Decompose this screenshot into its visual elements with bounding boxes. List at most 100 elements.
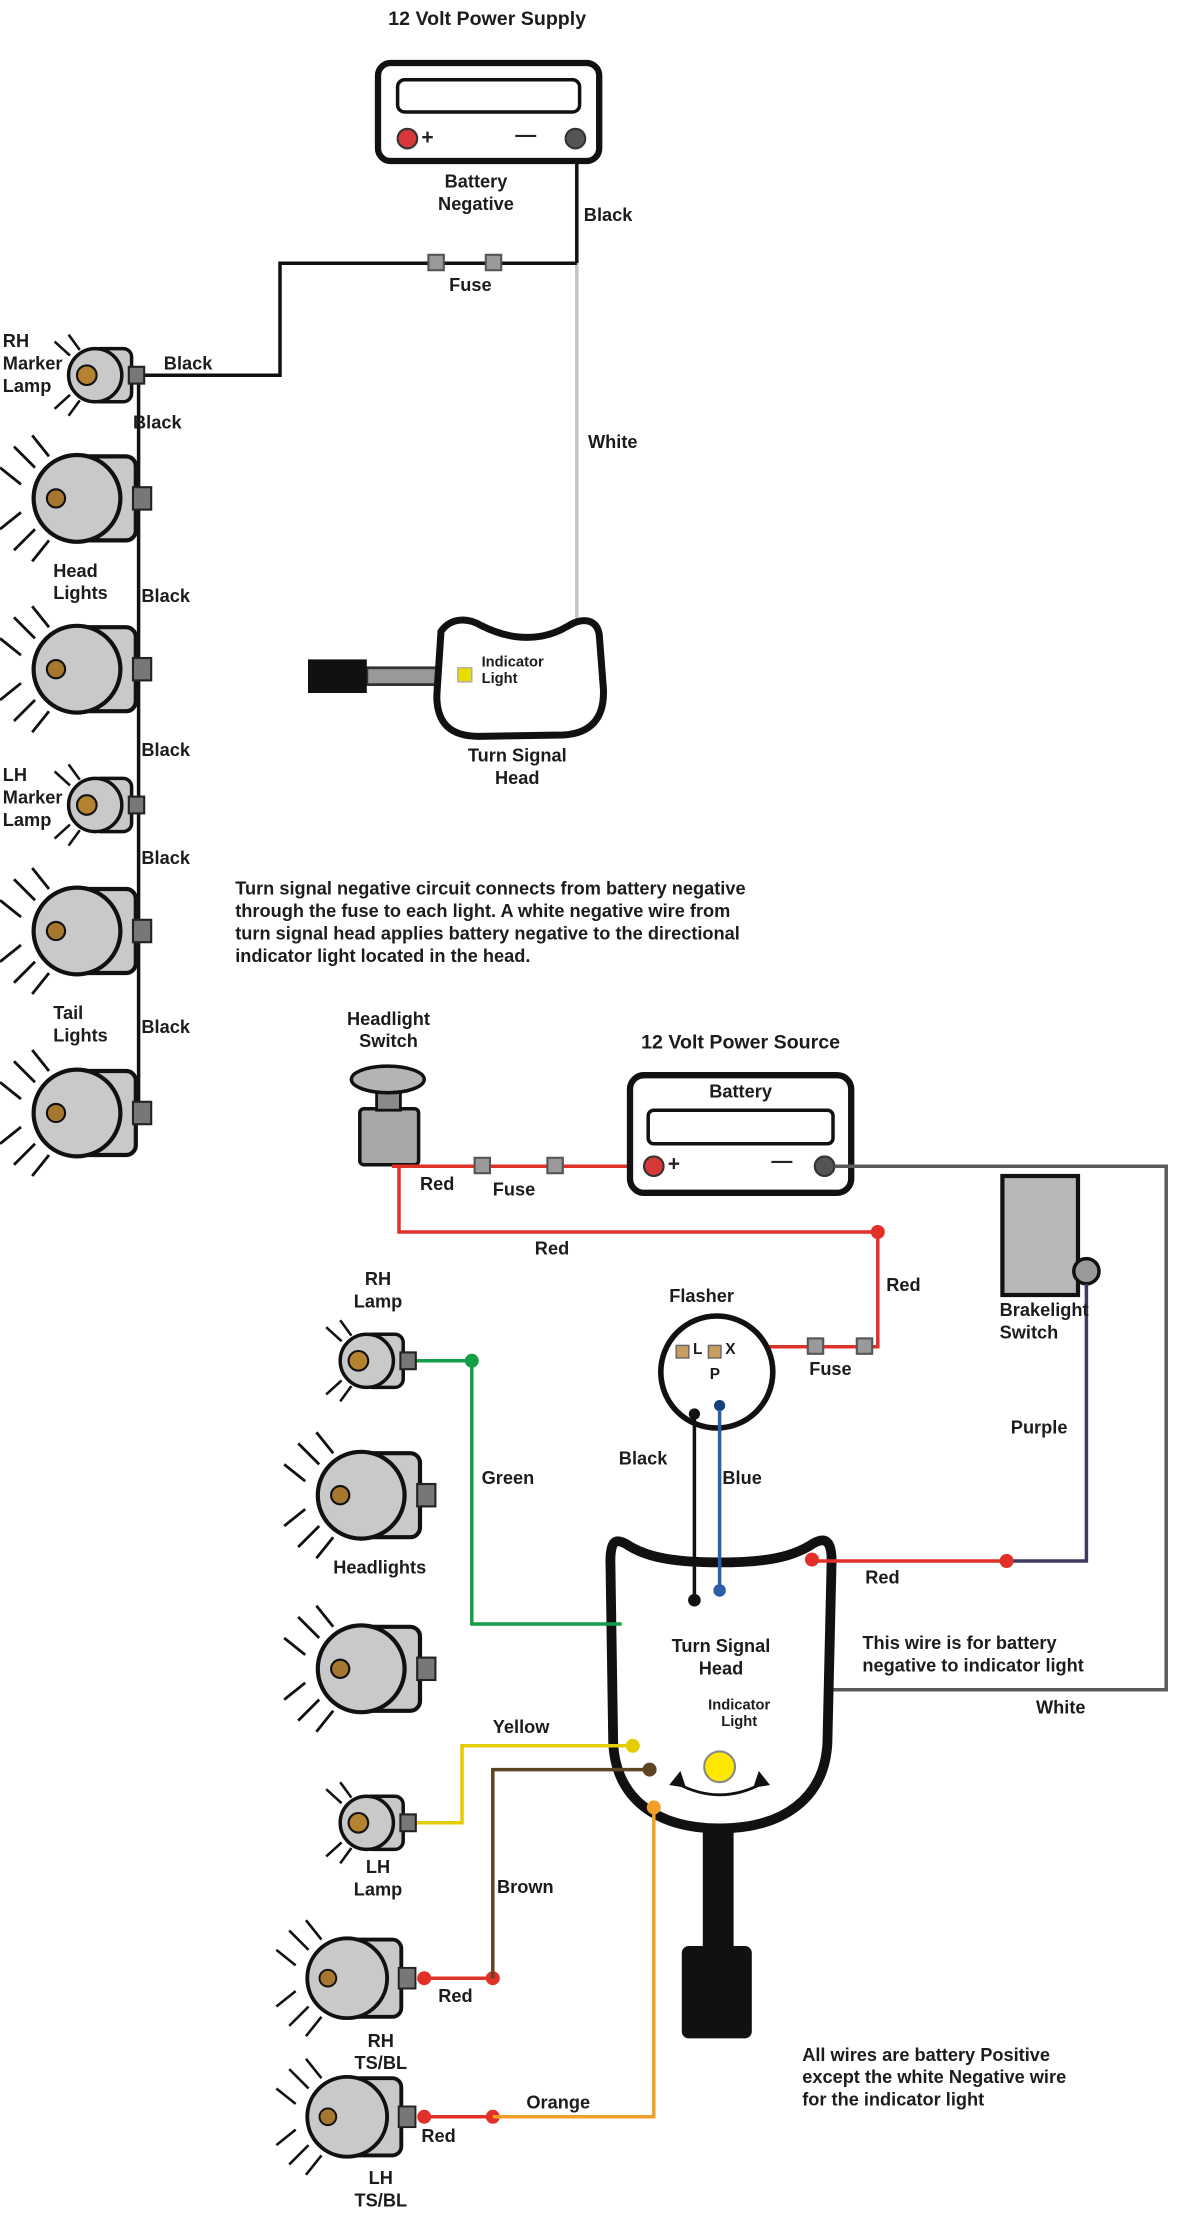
fuse-flasher-icon [806, 1337, 874, 1355]
label-black-headlights: Black [141, 585, 190, 607]
flasher-terminal-l-label: L [693, 1341, 703, 1358]
brown-terminal-dot [642, 1762, 657, 1777]
label-brakelight-switch: Brakelight Switch [999, 1299, 1089, 1343]
lh-lamp-icon [324, 1780, 418, 1866]
label-rh-tsbl: RH TS/BL [354, 2030, 408, 2074]
label-battery-negative: Battery Negative [438, 170, 514, 215]
wire-purple [1010, 1283, 1089, 1563]
top-turn-signal-head [308, 616, 607, 740]
wire-red-to-flasher [767, 1231, 880, 1349]
bottom-battery-plus-sign: + [667, 1152, 681, 1176]
red-head-dot [805, 1552, 819, 1567]
label-red-main: Red [534, 1237, 570, 1259]
top-battery [374, 59, 603, 165]
flasher-icon [657, 1313, 776, 1431]
label-black-lh: Black [141, 847, 190, 868]
headlight-top-1-icon [0, 435, 151, 561]
top-battery-negative-terminal [564, 127, 587, 150]
top-battery-minus-sign: — [515, 123, 537, 147]
label-green: Green [481, 1467, 535, 1489]
label-black-battery-wire: Black [583, 204, 633, 226]
orange-terminal-dot [646, 1800, 661, 1815]
label-red-switch: Red [420, 1173, 455, 1195]
bottom-battery-negative-terminal [813, 1155, 836, 1178]
flasher-terminal-l [688, 1408, 700, 1420]
label-battery-bottom: Battery [709, 1080, 772, 1102]
label-lh-lamp: LH Lamp [353, 1856, 403, 1900]
label-black-mid: Black [141, 739, 190, 761]
top-battery-positive-terminal [396, 127, 419, 150]
top-note: Turn signal negative circuit connects fr… [235, 877, 746, 966]
label-brown: Brown [497, 1876, 554, 1897]
note-positive: All wires are battery Positive except th… [802, 2044, 1067, 2110]
label-yellow: Yellow [492, 1716, 550, 1738]
label-tail-lights: Tail Lights [53, 1002, 108, 1046]
headlight-bottom-1-icon [284, 1432, 435, 1558]
label-turn-signal-head-bottom: Turn Signal Head [671, 1635, 771, 1679]
label-headlights-bottom: Headlights [333, 1556, 427, 1578]
red-purple-junction-dot [999, 1554, 1014, 1568]
headlight-bottom-2-icon [284, 1606, 435, 1732]
label-rh-lamp: RH Lamp [353, 1268, 403, 1312]
label-purple: Purple [1010, 1416, 1068, 1438]
top-title: 12 Volt Power Supply [388, 7, 587, 30]
headlight-top-2-icon [0, 606, 151, 732]
label-black-tail: Black [141, 1016, 190, 1038]
flasher-terminal-x-label: X [725, 1341, 736, 1358]
flasher-terminal-p-label: P [709, 1366, 721, 1384]
label-indicator-light-top: Indicator Light [481, 653, 544, 688]
label-black-branch: Black [163, 352, 213, 374]
label-fuse-flasher: Fuse [809, 1358, 852, 1379]
bottom-title: 12 Volt Power Source [641, 1030, 841, 1053]
label-indicator-light-bottom: Indicator Light [708, 1696, 771, 1731]
label-lh-tsbl: LH TS/BL [354, 2167, 408, 2211]
label-flasher: Flasher [669, 1285, 734, 1307]
label-rh-marker-lamp: RH Marker Lamp [2, 330, 63, 396]
label-fuse-top: Fuse [449, 274, 492, 296]
label-red-rh-tsbl: Red [438, 1985, 473, 2007]
bottom-battery-positive-terminal [642, 1155, 665, 1178]
fuse-main-icon [473, 1156, 564, 1175]
brakelight-switch-icon [1000, 1173, 1101, 1298]
bottom-battery [626, 1072, 855, 1196]
blue-terminal-dot [713, 1584, 726, 1597]
label-red-lh-tsbl: Red [421, 2125, 456, 2147]
fuse-top-icon [427, 253, 503, 272]
headlight-switch-icon [349, 1064, 426, 1167]
wire-orange [492, 1807, 656, 2119]
indicator-light-icon [703, 1750, 737, 1784]
label-head-lights: Head Lights [53, 560, 108, 604]
wire-white-negative [828, 1164, 1168, 1692]
label-black-bottom: Black [618, 1447, 668, 1469]
lh-tsbl-lamp-icon [274, 2056, 418, 2177]
label-white-top: White [588, 431, 638, 453]
rh-lamp-icon [324, 1318, 418, 1404]
yellow-dot-2 [625, 1738, 640, 1753]
red-dot-rh-tsbl-1 [417, 1971, 432, 1986]
label-red-flasher: Red [886, 1274, 921, 1295]
label-headlight-switch: Headlight Switch [347, 1008, 430, 1052]
top-indicator-square-icon [457, 667, 473, 683]
label-red-head: Red [865, 1566, 900, 1588]
note-white-wire: This wire is for battery negative to ind… [862, 1632, 1084, 1676]
wire-brown [491, 1767, 650, 1979]
bottom-battery-minus-sign: — [771, 1149, 793, 1174]
label-blue: Blue [722, 1467, 762, 1489]
wire-yellow [405, 1744, 633, 1825]
rh-tsbl-lamp-icon [274, 1918, 418, 2039]
tail-light-1-icon [0, 868, 151, 994]
flasher-terminal-p [714, 1400, 726, 1412]
turn-signal-head [605, 1535, 837, 2039]
wire-green [405, 1359, 622, 1626]
label-orange: Orange [526, 2091, 591, 2113]
label-white-bottom: White [1036, 1696, 1086, 1718]
red-dot-lh-tsbl-1 [417, 2109, 432, 2124]
label-turn-signal-head-top: Turn Signal Head [467, 744, 567, 789]
black-terminal-dot [688, 1593, 701, 1607]
red-junction-dot [870, 1225, 885, 1239]
label-fuse-main: Fuse [492, 1178, 536, 1200]
top-battery-plus-sign: + [421, 126, 434, 150]
